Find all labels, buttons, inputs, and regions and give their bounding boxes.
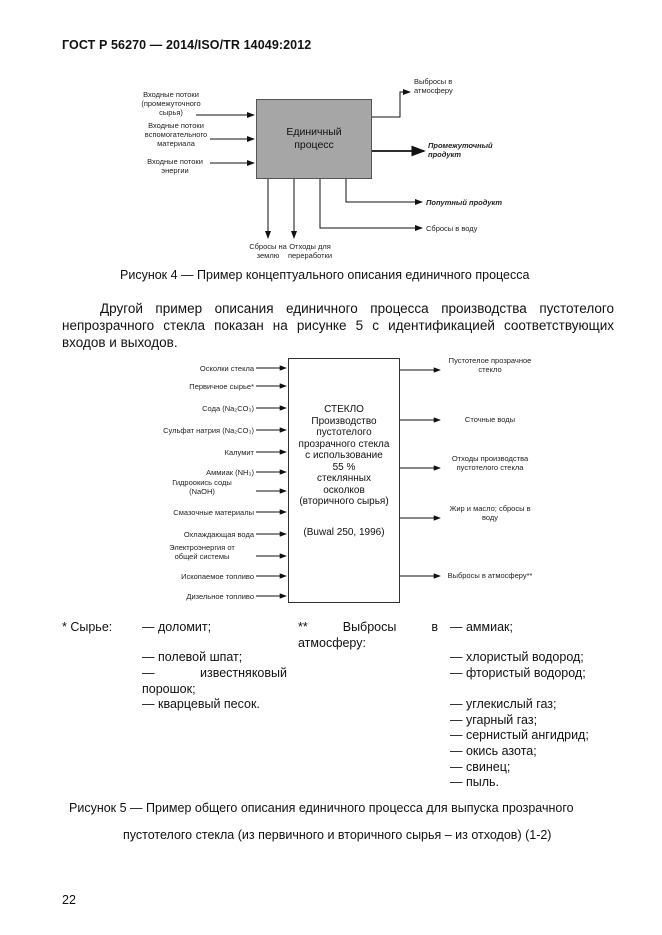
output-air-emissions: Выбросы в атмосферу (414, 77, 453, 95)
glass-input-label: Гидроокись соды (NaOH) (172, 478, 232, 496)
glass-input-label: Ископаемое топливо (181, 572, 254, 581)
output-ground-discharge: Сбросы на землю (249, 242, 287, 260)
air-item-co: — угарный газ; (450, 713, 538, 727)
glass-input-label: Смазочные материалы (173, 508, 254, 517)
glass-input-label: Сульфат натрия (Na₂CO₃) (163, 426, 254, 435)
raw-item-limestone: — известняковый порошок; (142, 666, 287, 696)
glass-input-label: Осколки стекла (199, 364, 254, 373)
air-item-ammonia: — аммиак; (450, 620, 513, 634)
glass-input-label: Дизельное топливо (186, 592, 254, 601)
page-number: 22 (62, 893, 76, 907)
glass-input-label: Калумит (224, 448, 254, 457)
input-energy: Входные потоки энергии (147, 157, 203, 175)
output-byproduct: Попутный продукт (426, 198, 503, 207)
input-intermediate-raw: Входные потоки (промежуточного сырья) (141, 90, 201, 117)
document-header: ГОСТ Р 56270 — 2014/ISO/TR 14049:2012 (62, 38, 312, 52)
unit-process-box: Единичный процесс (256, 99, 372, 179)
output-intermediate-product: Промежуточный продукт (428, 141, 493, 159)
air-item-lead: — свинец; (450, 760, 511, 774)
input-auxiliary-material: Входные потоки вспомогательного материал… (144, 121, 208, 148)
raw-materials-label: * Сырье: (62, 620, 113, 634)
output-waste-recycling: Отходы для переработки (287, 242, 333, 260)
glass-process-box: СТЕКЛО Производство пустотелого прозрачн… (288, 358, 400, 603)
glass-input-label: Первичное сырье* (189, 382, 254, 391)
glass-input-label: Сода (Na₂CO₃) (202, 404, 254, 413)
glass-input-label: Аммиак (NH₃) (206, 468, 254, 477)
raw-item-dolomite: — доломит; (142, 620, 212, 634)
air-item-hf: — фтористый водород; (450, 666, 586, 680)
air-item-co2: — углекислый газ; (450, 697, 557, 711)
glass-process-reference: (Buwal 250, 1996) (303, 527, 385, 538)
unit-process-label: Единичный процесс (286, 126, 342, 151)
raw-item-quartz: — кварцевый песок. (142, 697, 260, 711)
glass-input-label: Электроэнергия от общей системы (169, 543, 235, 561)
glass-output-label: Выбросы в атмосферу** (447, 571, 533, 580)
figure5-caption-line1: Рисунок 5 — Пример общего описания едини… (69, 801, 574, 815)
glass-output-label: Жир и масло; сбросы в воду (449, 504, 531, 522)
figure5-caption-line2: пустотелого стекла (из первичного и втор… (123, 828, 552, 842)
air-emissions-label: ** Выбросы в атмосферу: (298, 620, 438, 650)
raw-item-feldspar: — полевой шпат; (142, 650, 243, 664)
glass-output-label: Пустотелое прозрачное стекло (448, 356, 532, 374)
air-item-so2: — сернистый ангидрид; (450, 728, 589, 742)
air-item-no: — окись азота; (450, 744, 537, 758)
glass-output-label: Отходы производства пустотелого стекла (451, 454, 529, 472)
air-item-dust: — пыль. (450, 775, 500, 789)
glass-process-title: СТЕКЛО Производство пустотелого прозрачн… (298, 404, 390, 507)
figure4-caption: Рисунок 4 — Пример концептуального описа… (120, 268, 530, 282)
body-paragraph: Другой пример описания единичного процес… (62, 301, 614, 350)
air-item-hcl: — хлористый водород; (450, 650, 584, 664)
glass-input-label: Охлаждающая вода (183, 530, 254, 539)
glass-output-label: Сточные воды (464, 415, 516, 424)
output-water-discharge: Сбросы в воду (426, 224, 478, 233)
